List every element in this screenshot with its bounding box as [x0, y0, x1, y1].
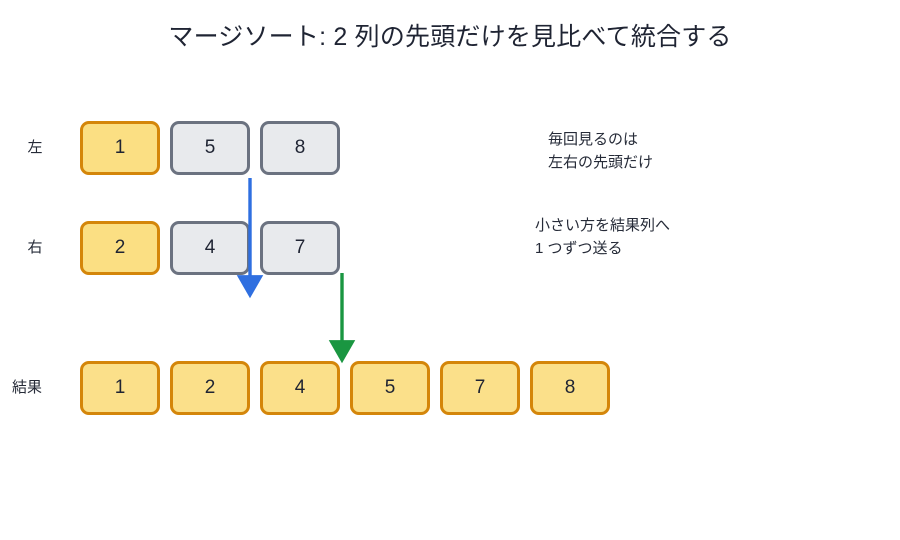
left-cell-2[interactable]: 8: [260, 121, 340, 175]
left-cell-2-value: 8: [294, 137, 306, 158]
right-cell-0[interactable]: 2: [80, 221, 160, 275]
result-cell-0-value: 1: [114, 377, 126, 398]
result-cell-1-value: 2: [204, 377, 216, 398]
right-cell-1-value: 4: [204, 237, 216, 258]
result-cell-1[interactable]: 2: [170, 361, 250, 415]
left-cell-0-value: 1: [114, 137, 126, 158]
left-cell-1[interactable]: 5: [170, 121, 250, 175]
row-label-left: 左: [27, 139, 43, 156]
result-cell-4-value: 7: [474, 377, 486, 398]
result-cell-4[interactable]: 7: [440, 361, 520, 415]
row-label-result: 結果: [11, 379, 42, 396]
left-cell-1-value: 5: [204, 137, 216, 158]
left-cell-0[interactable]: 1: [80, 121, 160, 175]
right-cell-2[interactable]: 7: [260, 221, 340, 275]
row-label-right: 右: [27, 239, 43, 256]
result-cell-5[interactable]: 8: [530, 361, 610, 415]
result-cell-2-value: 4: [294, 377, 306, 398]
result-cell-3-value: 5: [384, 377, 396, 398]
right-cell-0-value: 2: [114, 237, 126, 258]
note-emit: 小さい方を結果列へ 1 つずつ送る: [535, 217, 671, 257]
result-cell-0[interactable]: 1: [80, 361, 160, 415]
result-cell-3[interactable]: 5: [350, 361, 430, 415]
result-cell-2[interactable]: 4: [260, 361, 340, 415]
diagram-title: マージソート: 2 列の先頭だけを見比べて統合する: [168, 23, 732, 51]
right-cell-1[interactable]: 4: [170, 221, 250, 275]
result-cell-5-value: 8: [564, 377, 576, 398]
right-cell-2-value: 7: [294, 237, 306, 258]
note-compare: 毎回見るのは 左右の先頭だけ: [548, 131, 654, 171]
